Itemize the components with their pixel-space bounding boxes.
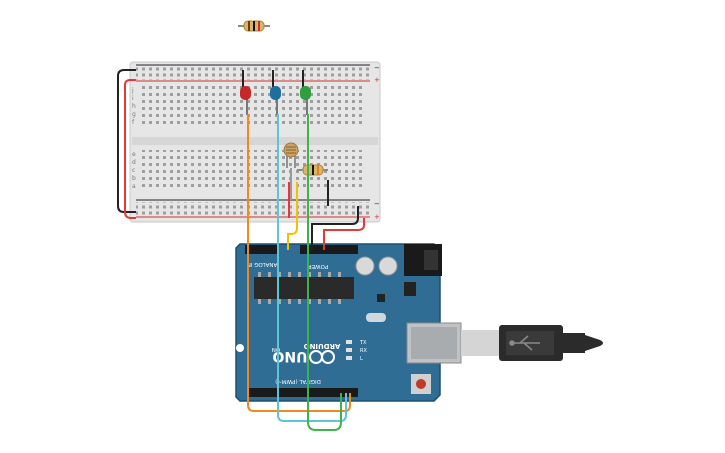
- usb-cable[interactable]: [461, 325, 603, 361]
- usb-icon: [509, 335, 540, 351]
- left-power-wires[interactable]: [117, 69, 136, 219]
- led-blue[interactable]: [270, 70, 281, 115]
- svg-text:−: −: [374, 64, 380, 72]
- label-digital: DIGITAL (PWM~): [275, 378, 321, 384]
- row-label: g: [132, 111, 136, 118]
- row-label: i: [132, 95, 134, 102]
- loose-resistor[interactable]: [238, 20, 270, 32]
- center-channel: [132, 137, 378, 145]
- analog-header: [245, 245, 279, 254]
- label-brand: ARDUINO: [304, 342, 341, 350]
- row-label: e: [132, 151, 136, 158]
- row-label: f: [132, 119, 135, 126]
- crystal: [366, 313, 386, 322]
- row-label: j: [131, 87, 134, 94]
- led-green[interactable]: [300, 70, 311, 115]
- capacitor: [378, 256, 398, 276]
- label-l: L: [360, 356, 363, 362]
- label-tx: TX: [359, 340, 367, 346]
- bottom-terminals: [140, 150, 364, 190]
- ldr[interactable]: [283, 142, 299, 168]
- wire-cyan[interactable]: [277, 114, 347, 422]
- row-label: b: [132, 175, 136, 182]
- arduino-logo: [309, 350, 335, 364]
- wire-black[interactable]: [311, 206, 359, 250]
- svg-text:+: +: [374, 76, 380, 84]
- capacitor: [355, 256, 375, 276]
- breadboard[interactable]: − + − + j i h g f e d c b a: [129, 61, 381, 223]
- label-model: UNO: [272, 348, 307, 364]
- top-rail: [136, 66, 372, 80]
- row-label: a: [132, 183, 136, 190]
- label-rx: RX: [360, 348, 367, 354]
- led-red[interactable]: [240, 70, 251, 115]
- digital-header: [248, 388, 358, 397]
- power-header: [300, 245, 358, 254]
- label-on: ON: [272, 346, 280, 352]
- arduino-board[interactable]: ANALOG IN POWER DIGITAL (PWM~) ARDUINO U…: [235, 243, 462, 402]
- label-analog-in: ANALOG IN: [247, 261, 278, 267]
- wire-yellow[interactable]: [287, 208, 298, 250]
- bottom-rail: [136, 202, 372, 216]
- wires[interactable]: [247, 114, 365, 431]
- svg-text:+: +: [374, 213, 380, 221]
- top-terminals: [140, 86, 364, 126]
- svg-text:−: −: [374, 200, 380, 208]
- wire-green[interactable]: [307, 114, 342, 431]
- row-label: h: [132, 103, 136, 110]
- mounting-hole: [236, 344, 244, 352]
- row-label: c: [132, 167, 135, 174]
- label-power: POWER: [308, 263, 329, 269]
- wire-orange[interactable]: [247, 114, 351, 412]
- atmega-chip: [254, 277, 354, 299]
- wire-red[interactable]: [323, 218, 365, 250]
- row-label: d: [132, 159, 136, 166]
